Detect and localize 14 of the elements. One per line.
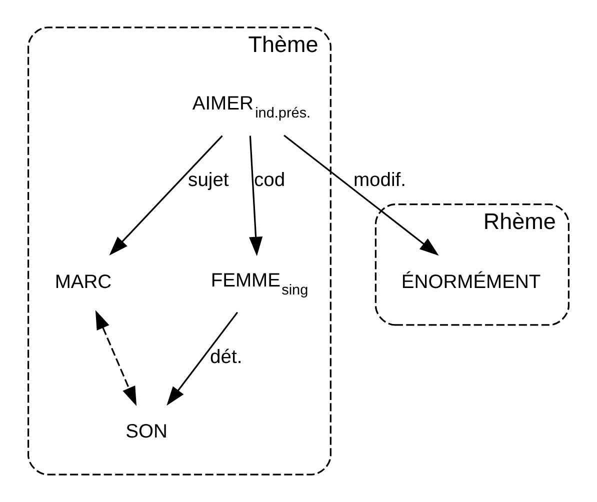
node-text: FEMME$_{sing}$ xyxy=(210,270,308,299)
arrow xyxy=(249,136,263,256)
node-text: SON xyxy=(126,422,168,443)
edge-label: cod xyxy=(254,170,286,192)
arrow xyxy=(109,135,223,256)
arrow xyxy=(166,312,238,406)
edge-label: sujet xyxy=(188,170,229,192)
node-text: AIMER$_{ind.prés.}$ xyxy=(192,94,311,122)
node-text: ÉNORMÉMENT xyxy=(401,272,541,294)
node-text: MARC xyxy=(54,272,112,294)
edge-label: modif. xyxy=(353,170,406,192)
arrow xyxy=(95,310,137,406)
edge-label: dét. xyxy=(210,346,242,368)
arrow xyxy=(284,134,439,256)
